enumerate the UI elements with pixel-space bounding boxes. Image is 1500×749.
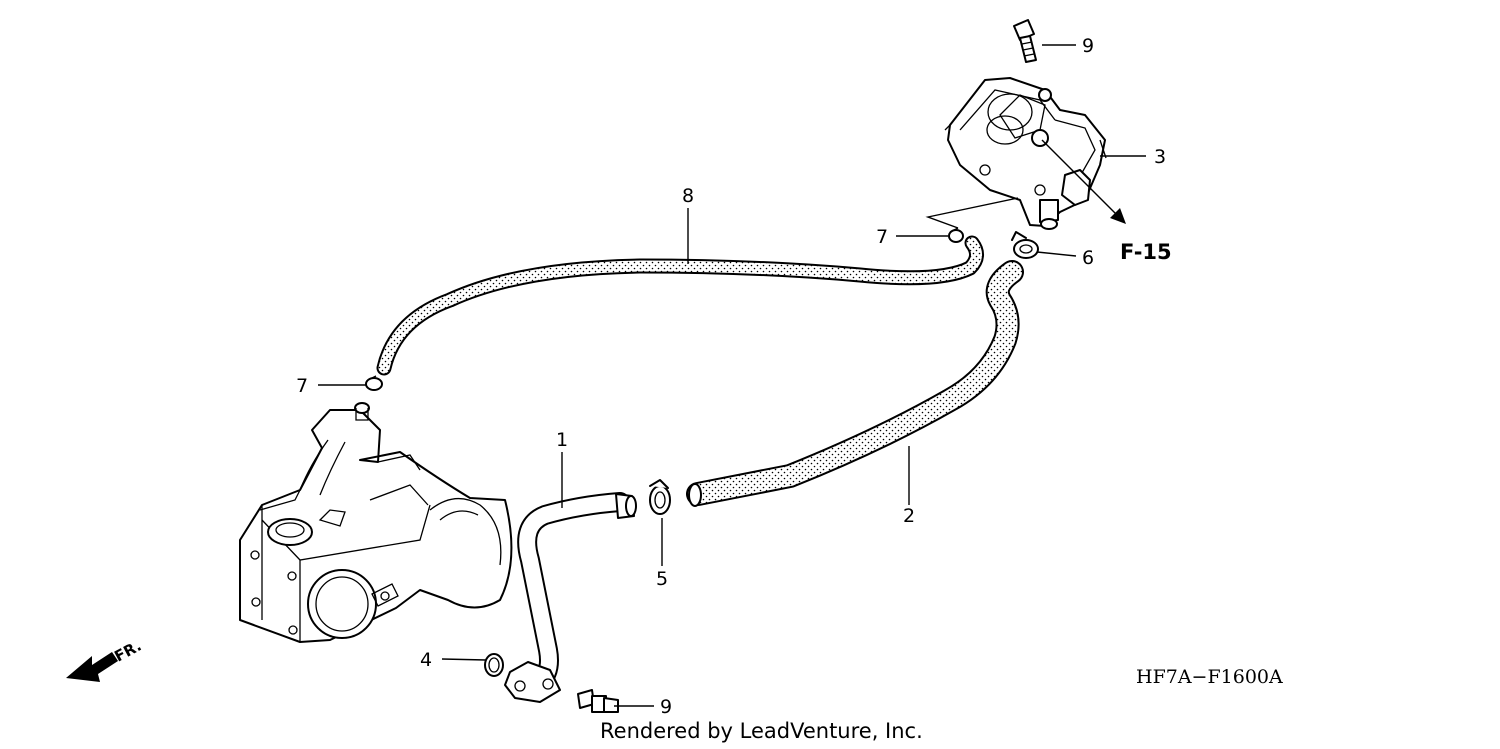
part-6-hose-clamp xyxy=(1011,231,1039,259)
part-1-water-pipe xyxy=(504,492,637,703)
front-direction-arrow-icon: FR. xyxy=(66,637,144,682)
part-9-bolt-upper xyxy=(1013,19,1037,63)
leader-lines xyxy=(318,44,1146,707)
part-8-bypass-hose xyxy=(376,235,984,376)
thermostat-housing xyxy=(944,77,1107,230)
part-7-hose-clip-lower xyxy=(365,375,383,391)
callout-8: 8 xyxy=(682,185,694,207)
callout-5: 5 xyxy=(656,568,668,590)
callout-2: 2 xyxy=(903,505,915,527)
callout-4: 4 xyxy=(420,649,432,671)
callout-1: 1 xyxy=(556,429,568,451)
part-9-bolt-lower xyxy=(577,689,619,713)
reference-label: F-15 xyxy=(1120,240,1172,264)
reference-arrow-icon xyxy=(1110,208,1126,224)
callout-9-upper: 9 xyxy=(1082,35,1094,57)
diagram-code: HF7A−F1600A xyxy=(1136,666,1283,688)
callout-7-lower: 7 xyxy=(296,375,308,397)
callout-9-lower: 9 xyxy=(660,696,672,718)
callout-7-upper: 7 xyxy=(876,226,888,248)
part-7-hose-clip-upper xyxy=(948,227,964,243)
callout-3: 3 xyxy=(1154,146,1166,168)
part-2-water-hose xyxy=(686,260,1024,507)
part-5-hose-clamp xyxy=(649,479,671,515)
callout-6: 6 xyxy=(1082,247,1094,269)
credit-text: Rendered by LeadVenture, Inc. xyxy=(600,719,923,743)
engine-block xyxy=(239,402,513,643)
part-4-o-ring xyxy=(484,653,504,677)
